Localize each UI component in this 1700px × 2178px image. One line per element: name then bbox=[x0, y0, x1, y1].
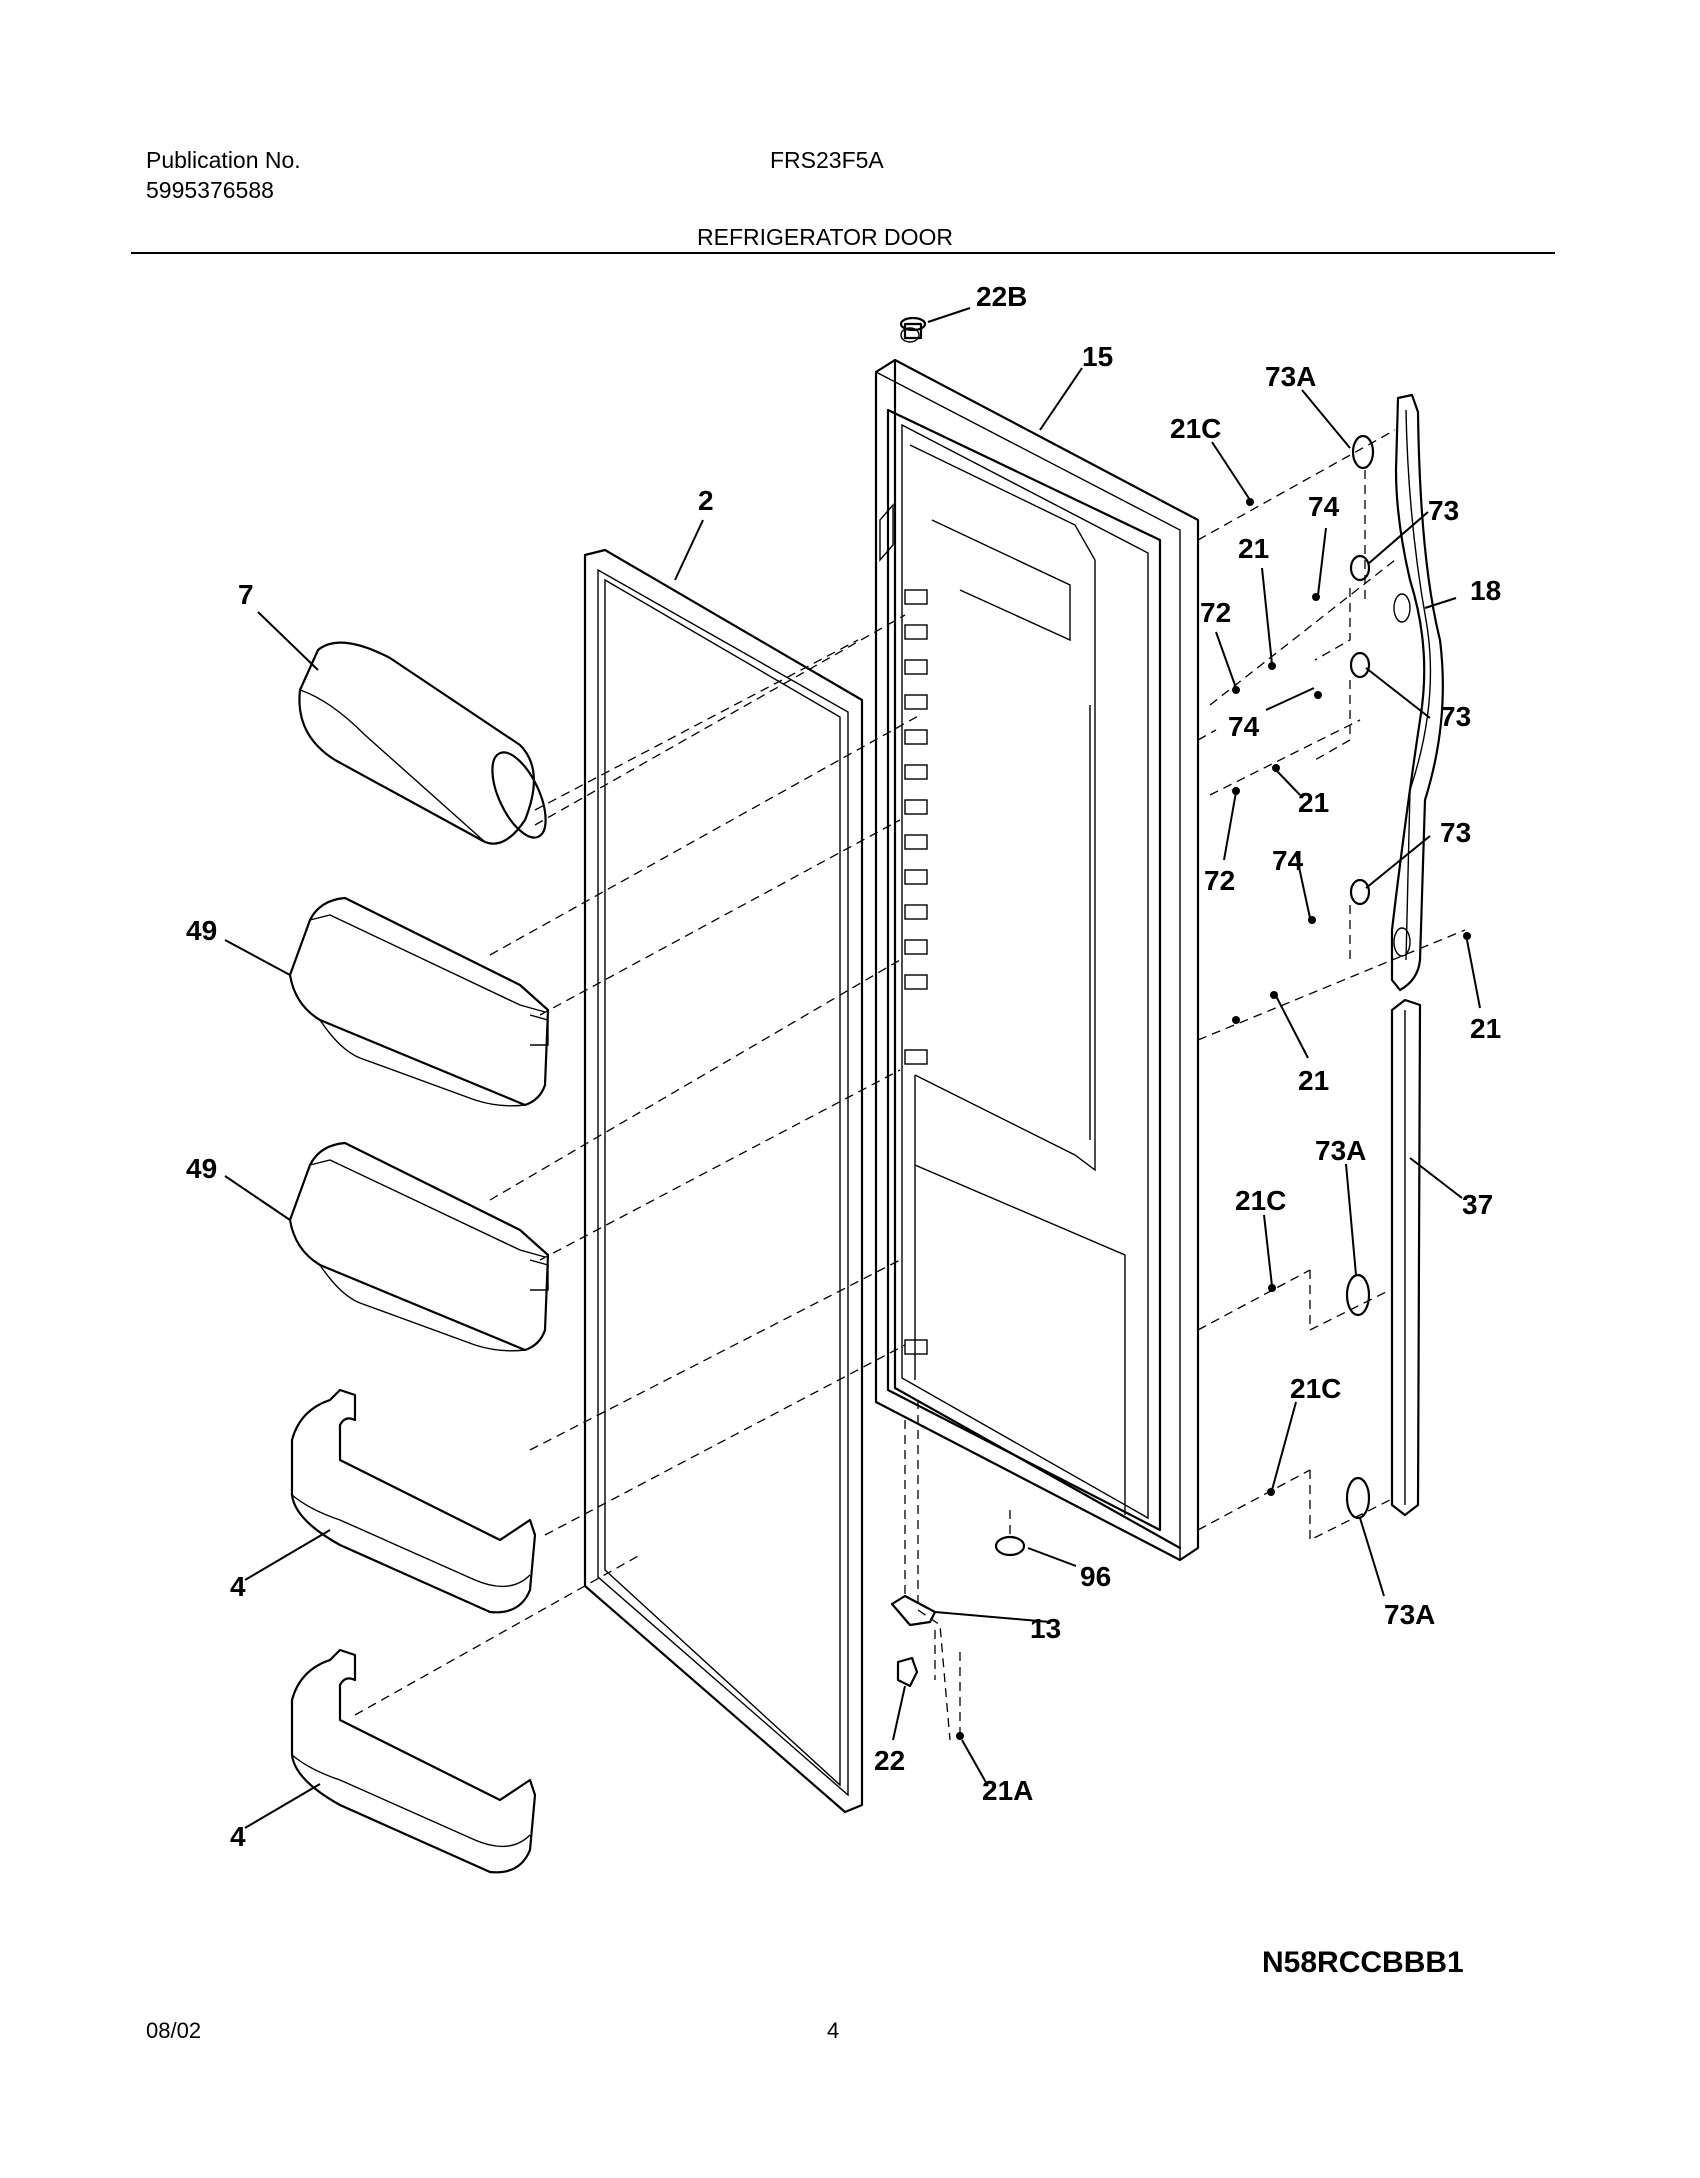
door-bin-upper bbox=[288, 896, 550, 1107]
door-bin-lower bbox=[288, 1141, 550, 1352]
page-number: 4 bbox=[827, 2018, 840, 2043]
callout-labels: 22B 15 73A 21C 2 74 73 7 21 18 72 74 73 … bbox=[186, 281, 1501, 1852]
callout-21a: 21A bbox=[982, 1775, 1033, 1806]
callout-73: 73 bbox=[1428, 495, 1459, 526]
header-rule bbox=[131, 252, 1555, 254]
model-number: FRS23F5A bbox=[770, 147, 884, 173]
publication-number: 5995376588 bbox=[146, 177, 274, 203]
shelf-bin-upper bbox=[290, 1388, 537, 1614]
callout-37: 37 bbox=[1462, 1189, 1493, 1220]
callout-21c: 21C bbox=[1290, 1373, 1341, 1404]
callout-73: 73 bbox=[1440, 701, 1471, 732]
callout-21: 21 bbox=[1298, 1065, 1329, 1096]
diagram-code: N58RCCBBB1 bbox=[1262, 1946, 1464, 1979]
callout-21c: 21C bbox=[1235, 1185, 1286, 1216]
callout-22b: 22B bbox=[976, 281, 1027, 312]
handle-trim bbox=[1390, 998, 1422, 1517]
callout-74: 74 bbox=[1272, 845, 1304, 876]
callout-4: 4 bbox=[230, 1571, 246, 1602]
callout-21: 21 bbox=[1470, 1013, 1501, 1044]
plug-22b bbox=[899, 316, 927, 340]
callout-73a: 73A bbox=[1265, 361, 1316, 392]
fasteners bbox=[890, 434, 1471, 1740]
callout-2: 2 bbox=[698, 485, 714, 516]
publication-label: Publication No. bbox=[146, 147, 301, 173]
callout-15: 15 bbox=[1082, 341, 1113, 372]
footer-date: 08/02 bbox=[146, 2018, 202, 2043]
callout-13: 13 bbox=[1030, 1613, 1061, 1644]
callout-49: 49 bbox=[186, 1153, 217, 1184]
callout-73a: 73A bbox=[1315, 1135, 1366, 1166]
callout-72: 72 bbox=[1200, 597, 1231, 628]
callout-73a: 73A bbox=[1384, 1599, 1435, 1630]
callout-72: 72 bbox=[1204, 865, 1235, 896]
callout-21: 21 bbox=[1298, 787, 1329, 818]
callout-73: 73 bbox=[1440, 817, 1471, 848]
callout-74: 74 bbox=[1308, 491, 1340, 522]
callout-21: 21 bbox=[1238, 533, 1269, 564]
handle bbox=[1390, 393, 1444, 992]
dairy-door bbox=[298, 641, 547, 845]
callout-74: 74 bbox=[1228, 711, 1260, 742]
callout-49: 49 bbox=[186, 915, 217, 946]
shelf-bin-lower bbox=[290, 1648, 537, 1874]
callout-96: 96 bbox=[1080, 1561, 1111, 1592]
callout-22: 22 bbox=[874, 1745, 905, 1776]
callout-4: 4 bbox=[230, 1821, 246, 1852]
callout-21c: 21C bbox=[1170, 413, 1221, 444]
section-title: REFRIGERATOR DOOR bbox=[697, 224, 953, 250]
callout-7: 7 bbox=[238, 579, 254, 610]
door-panel bbox=[874, 327, 1200, 1562]
leader-lines bbox=[224, 307, 1481, 1829]
door-gasket bbox=[583, 548, 864, 1814]
assembly-lines bbox=[354, 429, 1466, 1741]
callout-18: 18 bbox=[1470, 575, 1501, 606]
